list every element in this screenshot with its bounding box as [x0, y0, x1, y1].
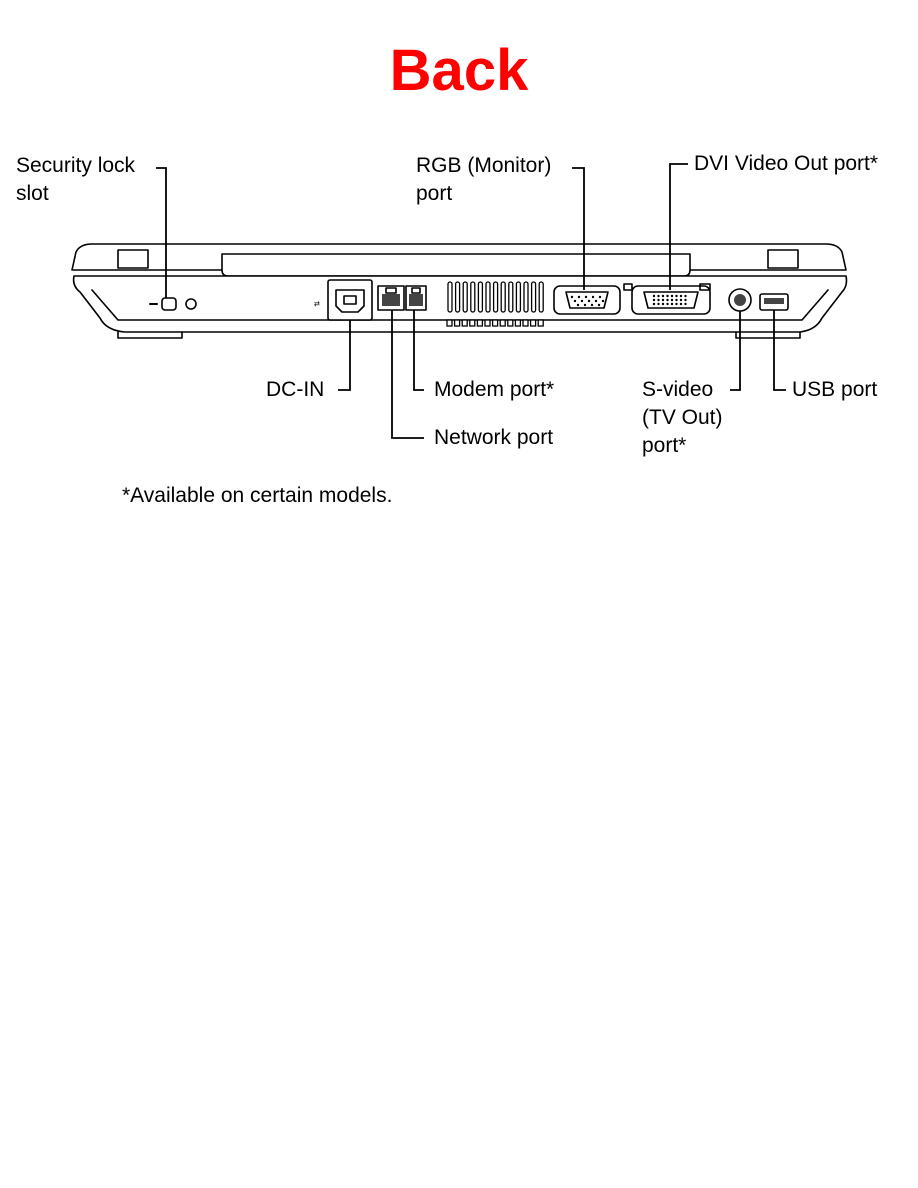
air-vents — [446, 281, 544, 327]
dc-in-port — [327, 279, 373, 321]
svg-text:⇄: ⇄ — [314, 300, 320, 308]
leader-svideo — [730, 311, 741, 391]
foot-left — [117, 331, 183, 339]
leader-security-lock — [156, 167, 167, 298]
leader-dvi — [669, 163, 688, 290]
label-dc-in: DC-IN — [266, 378, 325, 401]
page-title: Back — [389, 38, 529, 103]
lid-hinge-center — [221, 253, 691, 277]
power-indicator — [185, 298, 197, 310]
label-rgb-port: RGB (Monitor) port — [416, 154, 552, 205]
leader-usb — [773, 310, 786, 391]
lid-hinge-right — [767, 249, 799, 269]
leader-network — [391, 310, 424, 439]
leader-modem — [413, 310, 424, 391]
label-svideo-port: S-video (TV Out) port* — [642, 378, 723, 457]
label-security-lock: Security lock slot — [16, 154, 136, 205]
leader-rgb — [572, 167, 585, 290]
label-usb-port: USB port — [792, 378, 878, 401]
label-dvi-port: DVI Video Out port* — [694, 152, 879, 175]
label-modem-port: Modem port* — [434, 378, 555, 401]
security-lock-slot — [161, 297, 177, 311]
lid-hinge-left — [117, 249, 149, 269]
footnote: *Available on certain models. — [122, 484, 393, 507]
foot-right — [735, 331, 801, 339]
label-network-port: Network port — [434, 426, 554, 449]
leader-lines — [156, 163, 786, 439]
leader-dc-in — [338, 320, 351, 391]
